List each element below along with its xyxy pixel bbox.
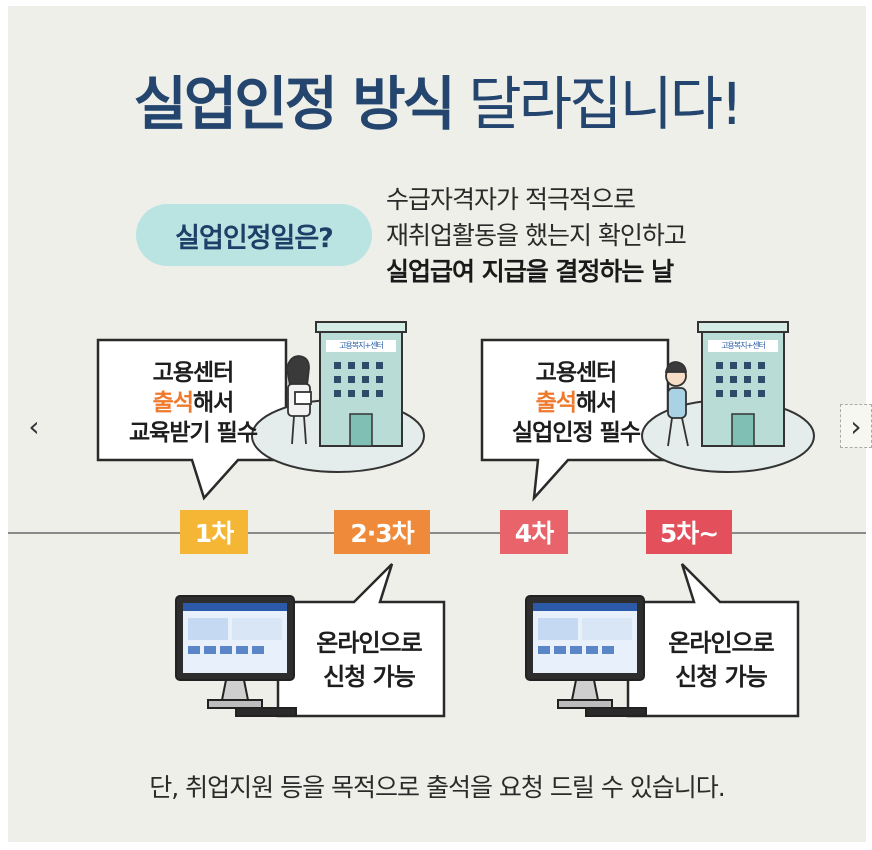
prev-arrow-icon[interactable]: ‹	[28, 409, 40, 443]
monitor-icon-1	[175, 595, 297, 717]
title-light: 달라집니다!	[468, 70, 743, 138]
bubble-2-line-2: 출석해서	[484, 388, 668, 418]
title-bold: 실업인정 방식	[133, 70, 456, 138]
info-card: 실업인정 방식 달라집니다! 실업인정일은? 수급자격자가 적극적으로 재취업활…	[8, 6, 872, 842]
definition-line-2: 재취업활동을 했는지 확인하고	[386, 221, 687, 250]
next-arrow-icon[interactable]: ›	[840, 404, 872, 448]
speech-bubble-4	[626, 563, 800, 718]
bubble-1-line-1: 고용센터	[152, 360, 235, 386]
bubble-2-line-3: 실업인정 필수	[512, 420, 641, 446]
bubble-1-line-3: 교육받기 필수	[129, 420, 258, 446]
illustration	[96, 321, 815, 718]
page-title: 실업인정 방식 달라집니다!	[8, 64, 866, 144]
person-icon-2	[664, 361, 689, 447]
bubble-1-line-2: 출석해서	[100, 388, 286, 418]
speech-bubble-2	[480, 338, 670, 502]
bubble-4-text: 온라인으로 신청 가능	[644, 626, 798, 694]
bubble-1-line-2-rest: 해서	[193, 390, 234, 416]
definition-pill: 실업인정일은?	[136, 204, 372, 266]
monitor-icon-2	[525, 595, 647, 717]
speech-bubble-3	[276, 563, 446, 718]
definition-text: 수급자격자가 적극적으로 재취업활동을 했는지 확인하고 실업급여 지급을 결정…	[386, 182, 687, 290]
bubble-3-line-1: 온라인으로	[316, 629, 422, 657]
building-icon-2	[697, 321, 789, 447]
bubble-2-line-1: 고용센터	[535, 360, 618, 386]
step-badge-4: 5차~	[646, 510, 732, 554]
step-badge-1: 1차	[180, 510, 248, 554]
bubble-4-line-1: 온라인으로	[668, 629, 774, 657]
building-icon-1	[315, 321, 407, 447]
bubble-4-line-2: 신청 가능	[675, 663, 768, 691]
person-icon-1	[286, 355, 312, 445]
step-badge-3: 4차	[500, 510, 568, 554]
step-badge-2: 2·3차	[334, 510, 430, 554]
definition-line-1: 수급자격자가 적극적으로	[386, 185, 636, 214]
definition-line-3: 실업급여 지급을 결정하는 날	[386, 257, 674, 286]
attendance-highlight-1: 출석	[152, 390, 194, 416]
bubble-1-text: 고용센터 출석해서 교육받기 필수	[100, 358, 286, 448]
speech-bubble-1	[96, 338, 288, 501]
timeline-line	[8, 532, 866, 534]
building-sign-2: 고용복지+센터	[721, 341, 766, 350]
attendance-highlight-2: 출석	[535, 390, 577, 416]
bubble-3-line-2: 신청 가능	[323, 663, 416, 691]
bubble-2-line-2-rest: 해서	[576, 390, 617, 416]
bubble-3-text: 온라인으로 신청 가능	[294, 626, 444, 694]
footnote: 단, 취업지원 등을 목적으로 출석을 요청 드릴 수 있습니다.	[149, 773, 725, 802]
building-sign-1: 고용복지+센터	[339, 341, 384, 350]
bubble-2-text: 고용센터 출석해서 실업인정 필수	[484, 358, 668, 448]
